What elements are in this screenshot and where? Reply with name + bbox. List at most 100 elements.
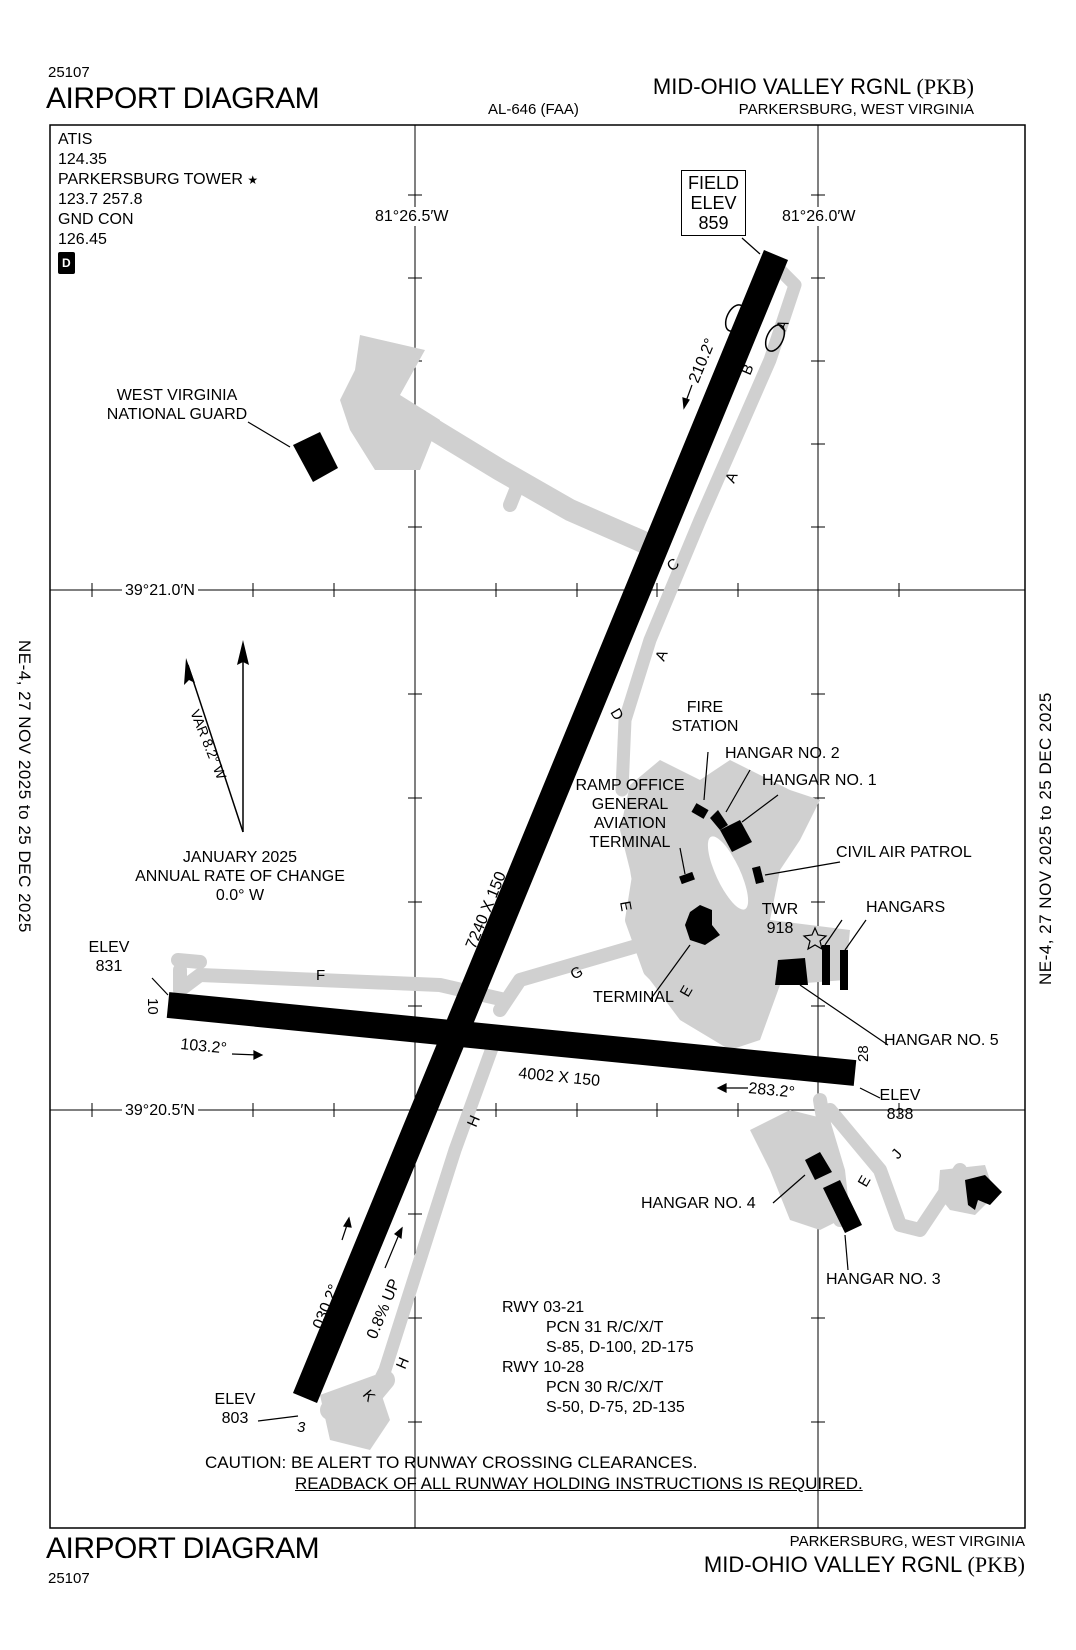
runway-end-03: 3 bbox=[297, 1419, 306, 1436]
d-badge-icon: D bbox=[58, 252, 75, 274]
label-hangar-3: HANGAR NO. 3 bbox=[826, 1271, 941, 1288]
building-hangar-b bbox=[840, 950, 848, 990]
latitude-south: 39°20.5′N bbox=[122, 1101, 198, 1120]
elevation-838: ELEV 838 bbox=[875, 1086, 925, 1124]
field-elev-value: 859 bbox=[698, 213, 729, 233]
mag-north-line bbox=[187, 664, 244, 833]
building-hangar-2 bbox=[710, 810, 728, 830]
airport-location: PARKERSBURG, WEST VIRGINIA bbox=[738, 101, 974, 118]
tower-star-icon bbox=[802, 926, 828, 951]
apron-island bbox=[707, 836, 749, 910]
footer-airport-id: (PKB) bbox=[967, 1552, 1025, 1577]
elev-803-value: 803 bbox=[221, 1410, 249, 1427]
taxiway-label-f: F bbox=[316, 967, 325, 984]
magnetic-variation: VAR 8.2° W bbox=[187, 707, 230, 782]
pcn-rwy1-value: PCN 31 R/C/X/T bbox=[546, 1319, 664, 1336]
latitude-north: 39°21.0′N bbox=[122, 581, 198, 600]
label-national-guard: WEST VIRGINIA NATIONAL GUARD bbox=[92, 386, 262, 424]
tower-label: PARKERSBURG TOWER bbox=[58, 171, 243, 188]
footer-title: AIRPORT DIAGRAM bbox=[46, 1532, 320, 1565]
label-tower: TWR 918 bbox=[755, 900, 805, 938]
ground-frequency: 126.45 bbox=[58, 231, 107, 248]
runway-10-28-dims: 4002 X 150 bbox=[518, 1065, 601, 1090]
caution-line-1: CAUTION: BE ALERT TO RUNWAY CROSSING CLE… bbox=[205, 1453, 698, 1472]
heading-arrows bbox=[231, 384, 748, 1269]
building-ga-terminal bbox=[679, 871, 695, 885]
elev-803-label: ELEV bbox=[214, 1391, 256, 1408]
chart-reference: AL-646 (FAA) bbox=[488, 101, 579, 118]
building-hangar-a bbox=[822, 945, 830, 985]
building-hangar-3 bbox=[823, 1180, 862, 1233]
page-title: AIRPORT DIAGRAM bbox=[46, 82, 320, 115]
elev-838-value: 838 bbox=[886, 1106, 914, 1123]
runway-10-28 bbox=[166, 992, 857, 1086]
label-hangar-5: HANGAR NO. 5 bbox=[884, 1032, 999, 1049]
building-fire-station bbox=[691, 803, 709, 819]
caution-line-2: READBACK OF ALL RUNWAY HOLDING INSTRUCTI… bbox=[295, 1474, 863, 1493]
label-ramp-line1: RAMP OFFICE bbox=[575, 777, 685, 794]
elev-831-label: ELEV bbox=[88, 939, 130, 956]
taxiway-c-west bbox=[374, 389, 661, 556]
label-ramp-line3: AVIATION bbox=[593, 815, 667, 832]
airport-name: MID-OHIO VALLEY RGNL (PKB) bbox=[653, 74, 974, 100]
building-national-guard bbox=[293, 432, 338, 482]
star-icon: ★ bbox=[247, 173, 259, 187]
longitude-east: 81°26.0′W bbox=[782, 207, 856, 226]
tower-line: PARKERSBURG TOWER ★ bbox=[58, 170, 258, 190]
runway-10-heading: 103.2° bbox=[180, 1036, 228, 1057]
hotspot-oval-1 bbox=[724, 304, 746, 332]
taxiway-label-a2: A bbox=[722, 470, 742, 486]
elevation-803: ELEV 803 bbox=[210, 1390, 260, 1428]
label-hangar-4: HANGAR NO. 4 bbox=[641, 1195, 756, 1212]
label-civil-air-patrol: CIVIL AIR PATROL bbox=[836, 844, 972, 861]
label-fire-station: FIRE STATION bbox=[665, 698, 745, 736]
runway-28-heading: 283.2° bbox=[748, 1080, 796, 1101]
magnetic-info: JANUARY 2025 ANNUAL RATE OF CHANGE 0.0° … bbox=[130, 848, 350, 905]
taxiway-label-b: B bbox=[738, 362, 758, 378]
taxiway-network bbox=[171, 263, 967, 1420]
field-elevation-box: FIELD ELEV 859 bbox=[681, 170, 747, 236]
label-hangar-2: HANGAR NO. 2 bbox=[725, 745, 840, 762]
elevation-831: ELEV 831 bbox=[84, 938, 134, 976]
taxiway-label-h2: H bbox=[393, 1355, 413, 1372]
building-hangar-4 bbox=[805, 1152, 832, 1180]
label-fire-line1: FIRE bbox=[686, 699, 724, 716]
map-frame bbox=[49, 124, 1026, 1529]
airport-id: (PKB) bbox=[916, 74, 974, 99]
taxiway-label-a3: A bbox=[652, 648, 672, 664]
pcn-rwy2-value: PCN 30 R/C/X/T bbox=[546, 1379, 664, 1396]
label-fire-line2: STATION bbox=[671, 718, 739, 735]
label-national-guard-line2: NATIONAL GUARD bbox=[106, 406, 248, 423]
pcn-rwy2-weights: S-50, D-75, 2D-135 bbox=[546, 1399, 685, 1416]
label-ramp-line4: TERMINAL bbox=[589, 834, 671, 851]
label-national-guard-line1: WEST VIRGINIA bbox=[116, 387, 238, 404]
pcn-rwy2: RWY 10-28 bbox=[502, 1359, 585, 1376]
pcn-rwy1: RWY 03-21 bbox=[502, 1299, 585, 1316]
apron-national-guard bbox=[340, 335, 440, 470]
runway-end-21: 21 bbox=[768, 254, 790, 276]
runway-03-21 bbox=[292, 250, 789, 1403]
label-terminal: TERMINAL bbox=[593, 989, 674, 1006]
longitude-west: 81°26.5′W bbox=[375, 207, 449, 226]
taxiway-f bbox=[173, 963, 512, 1007]
building-hangar-1 bbox=[720, 820, 752, 852]
taxiway-labels: A B A C A D E E E F G H H K J bbox=[316, 318, 906, 1406]
building-civil-air-patrol bbox=[752, 866, 764, 884]
apron-south-hangars bbox=[750, 1110, 850, 1230]
building-east bbox=[965, 1175, 1002, 1210]
runway-end-28: 28 bbox=[855, 1045, 872, 1062]
mag-north-arrow-icon bbox=[184, 658, 195, 685]
footer-location: PARKERSBURG, WEST VIRGINIA bbox=[789, 1533, 1025, 1550]
mag-epoch: JANUARY 2025 bbox=[182, 849, 298, 866]
taxiway-a bbox=[615, 263, 802, 797]
footer-airport-name: MID-OHIO VALLEY RGNL (PKB) bbox=[704, 1552, 1025, 1578]
field-elev-line2: ELEV bbox=[690, 193, 737, 213]
buildings bbox=[293, 432, 1002, 1233]
frequencies-block: ATIS 124.35 PARKERSBURG TOWER ★ 123.7 25… bbox=[58, 130, 258, 274]
label-hangar-1: HANGAR NO. 1 bbox=[762, 772, 877, 789]
elev-831-value: 831 bbox=[95, 958, 123, 975]
leader-lines bbox=[151, 237, 889, 1422]
taxiway-label-j: J bbox=[888, 1146, 906, 1163]
label-hangars: HANGARS bbox=[866, 899, 946, 916]
